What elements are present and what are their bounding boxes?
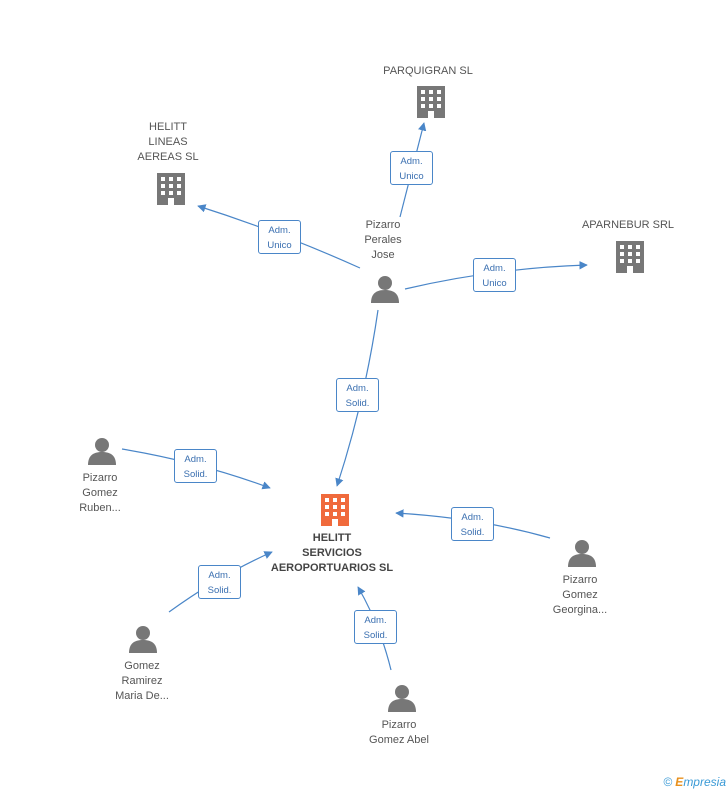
node-pizarro-perales[interactable] — [371, 276, 399, 303]
label-gomez-maria: Gomez Ramirez Maria De... — [115, 660, 169, 702]
building-icon — [616, 241, 644, 273]
building-icon — [321, 494, 349, 526]
node-aparnebur[interactable] — [616, 241, 644, 273]
edge-badge-helitt-lineas[interactable]: Adm. Unico — [258, 220, 301, 254]
label-pizarro-georgina: Pizarro Gomez Georgina... — [552, 574, 608, 616]
label-parquigran: PARQUIGRAN SL — [383, 65, 473, 77]
node-parquigran[interactable] — [417, 86, 445, 118]
label-aparnebur: APARNEBUR SRL — [581, 219, 675, 231]
label-pizarro-ruben: Pizarro Gomez Ruben... — [79, 472, 121, 514]
person-icon — [568, 540, 596, 567]
node-gomez-maria[interactable] — [129, 626, 157, 653]
node-helitt-servicios[interactable] — [321, 494, 349, 526]
edge-badge-georgina[interactable]: Adm. Solid. — [451, 507, 494, 541]
brand-name: mpresia — [683, 775, 726, 789]
node-helitt-lineas[interactable] — [157, 173, 185, 205]
node-pizarro-abel[interactable] — [388, 685, 416, 712]
person-icon — [88, 438, 116, 465]
person-icon — [129, 626, 157, 653]
brand-logo-letter: E — [675, 775, 684, 789]
label-helitt-servicios: HELITT SERVICIOS AEROPORTUARIOS SL — [270, 532, 394, 574]
label-helitt-lineas: HELITT LINEAS AEREAS SL — [137, 121, 199, 163]
edge-badge-maria[interactable]: Adm. Solid. — [198, 565, 241, 599]
node-pizarro-ruben[interactable] — [88, 438, 116, 465]
edge-badge-perales-servicios[interactable]: Adm. Solid. — [336, 378, 379, 412]
building-icon — [157, 173, 185, 205]
edge-badge-abel[interactable]: Adm. Solid. — [354, 610, 397, 644]
edge-badge-ruben[interactable]: Adm. Solid. — [174, 449, 217, 483]
label-pizarro-perales: Pizarro Perales Jose — [364, 219, 402, 261]
person-icon — [388, 685, 416, 712]
person-icon — [371, 276, 399, 303]
edge-badge-parquigran[interactable]: Adm. Unico — [390, 151, 433, 185]
edge-badge-aparnebur[interactable]: Adm. Unico — [473, 258, 516, 292]
footer-brand: ©Empresia — [663, 775, 726, 789]
building-icon — [417, 86, 445, 118]
copyright-icon: © — [663, 775, 673, 789]
node-pizarro-georgina[interactable] — [568, 540, 596, 567]
label-pizarro-abel: Pizarro Gomez Abel — [369, 719, 429, 746]
